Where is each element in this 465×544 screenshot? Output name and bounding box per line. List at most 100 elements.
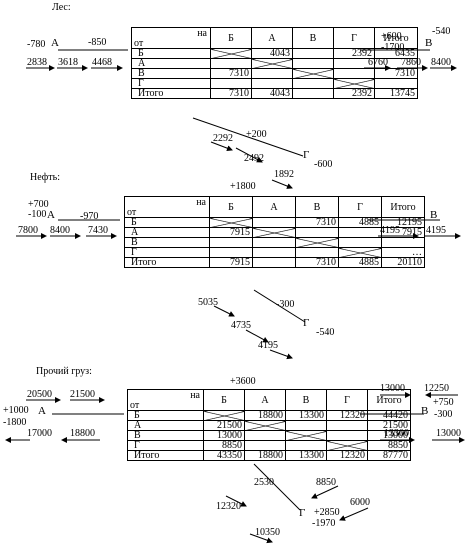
- column-header: А: [252, 196, 296, 218]
- value-cell: 7915: [209, 257, 253, 268]
- flow-value-label: 13300: [384, 428, 409, 439]
- table-row: Г…: [124, 247, 425, 258]
- section-title-other-cargo: Прочий груз:: [36, 366, 92, 377]
- flow-value-label: 2530: [254, 477, 274, 488]
- flow-value-label: +700: [28, 199, 49, 210]
- section-title-oil: Нефть:: [30, 172, 60, 183]
- flow-value-label: 4468: [92, 57, 112, 68]
- flow-value-label: 2492: [244, 153, 264, 164]
- crossed-diagonal-cell: [252, 227, 296, 238]
- column-header: А: [244, 389, 286, 411]
- value-cell: 7310: [210, 88, 252, 99]
- node-label: Г: [299, 507, 306, 519]
- column-header: Б: [203, 389, 245, 411]
- column-header: Г: [326, 389, 368, 411]
- row-header: Б: [127, 410, 204, 421]
- column-header: А: [251, 27, 293, 49]
- value-cell: 18800: [244, 410, 286, 421]
- flow-value-label: +1800: [230, 181, 256, 192]
- row-header: В: [127, 430, 204, 441]
- flow-arrow: [225, 495, 247, 507]
- value-cell: 4043: [251, 48, 293, 59]
- section-title-forest: Лес:: [52, 2, 71, 13]
- value-cell: 87770: [367, 450, 411, 461]
- row-header: Г: [127, 440, 204, 451]
- value-cell: …: [381, 247, 425, 258]
- flow-value-label: 1892: [274, 169, 294, 180]
- value-cell: [210, 58, 252, 69]
- flow-value-label: +750: [433, 397, 454, 408]
- flow-value-label: 13000: [380, 383, 405, 394]
- crossed-diagonal-cell: [326, 440, 368, 451]
- flow-value-label: -300: [276, 299, 295, 310]
- flow-value-label: 18800: [70, 428, 95, 439]
- value-cell: [285, 420, 327, 431]
- value-cell: [252, 237, 296, 248]
- row-header: А: [124, 227, 210, 238]
- value-cell: [251, 68, 293, 79]
- flow-value-label: +3600: [230, 376, 256, 387]
- value-cell: 13300: [285, 450, 327, 461]
- flow-value-label: 21500: [70, 389, 95, 400]
- flow-arrow: [271, 179, 293, 189]
- row-header: Итого: [127, 450, 204, 461]
- flow-value-label: -850: [88, 37, 107, 48]
- value-cell: [209, 237, 253, 248]
- value-cell: [292, 48, 334, 59]
- row-header: Б: [124, 217, 210, 228]
- flow-arrow: [235, 147, 263, 163]
- crossed-diagonal-cell: [251, 58, 293, 69]
- value-cell: 7310: [295, 217, 339, 228]
- value-cell: 4885: [338, 217, 382, 228]
- value-cell: 18800: [244, 450, 286, 461]
- value-cell: [210, 78, 252, 89]
- column-header: Итого: [367, 389, 411, 411]
- value-cell: [285, 440, 327, 451]
- value-cell: [338, 227, 382, 238]
- flow-arrow: [339, 507, 369, 521]
- row-header: Б: [131, 48, 211, 59]
- value-cell: 8850: [203, 440, 245, 451]
- flow-value-label: 8850: [316, 477, 336, 488]
- flow-value-label: 4195: [258, 340, 278, 351]
- header-from-label: от: [130, 400, 140, 411]
- node-label: А: [47, 209, 55, 221]
- row-header: Г: [131, 78, 211, 89]
- row-header: Итого: [131, 88, 211, 99]
- connector-line: [253, 463, 301, 511]
- value-cell: [244, 440, 286, 451]
- node-label: В: [425, 37, 433, 49]
- flow-value-label: +600: [381, 31, 402, 42]
- node-label: А: [38, 405, 46, 417]
- flow-value-label: 8400: [431, 57, 451, 68]
- connector-line: [253, 289, 306, 323]
- crossed-diagonal-cell: [244, 420, 286, 431]
- value-cell: 7915: [381, 227, 425, 238]
- flow-arrow: [311, 485, 339, 499]
- value-cell: 4043: [251, 88, 293, 99]
- flow-value-label: 17000: [27, 428, 52, 439]
- value-cell: 4885: [338, 257, 382, 268]
- crossed-diagonal-cell: [210, 48, 252, 59]
- column-header: В: [285, 389, 327, 411]
- flow-value-label: +1000: [3, 405, 29, 416]
- value-cell: [244, 430, 286, 441]
- crossed-diagonal-cell: [338, 247, 382, 258]
- column-header: Б: [210, 27, 252, 49]
- flow-arrow: [213, 305, 235, 317]
- column-header: Итого: [381, 196, 425, 218]
- value-cell: [295, 227, 339, 238]
- value-cell: [326, 420, 368, 431]
- flow-value-label: -540: [316, 327, 335, 338]
- row-header: В: [131, 68, 211, 79]
- flow-value-label: 4195: [380, 225, 400, 236]
- flow-value-label: -1700: [381, 42, 405, 53]
